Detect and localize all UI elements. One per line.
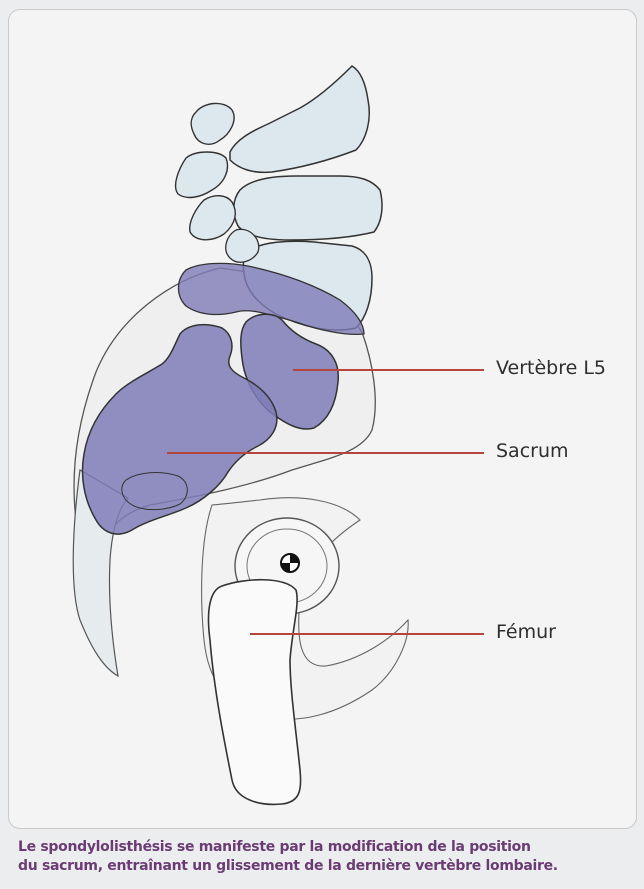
caption-line-1: Le spondylolisthésis se manifeste par la… <box>18 838 640 857</box>
femur <box>209 580 301 805</box>
vertebra-l2-arch <box>176 103 235 197</box>
femoral-head-marker <box>281 554 299 572</box>
vertebra-l3-arch <box>190 196 236 240</box>
caption-line-2: du sacrum, entraînant un glissement de l… <box>18 857 640 876</box>
label-sacrum: Sacrum <box>496 440 569 462</box>
vertebra-l3 <box>234 176 382 240</box>
vertebra-l4-arch <box>226 229 259 262</box>
label-femur: Fémur <box>496 621 556 643</box>
figure-caption: Le spondylolisthésis se manifeste par la… <box>18 838 640 876</box>
vertebra-l2 <box>230 66 369 172</box>
label-vertebre-l5: Vertèbre L5 <box>496 357 606 379</box>
